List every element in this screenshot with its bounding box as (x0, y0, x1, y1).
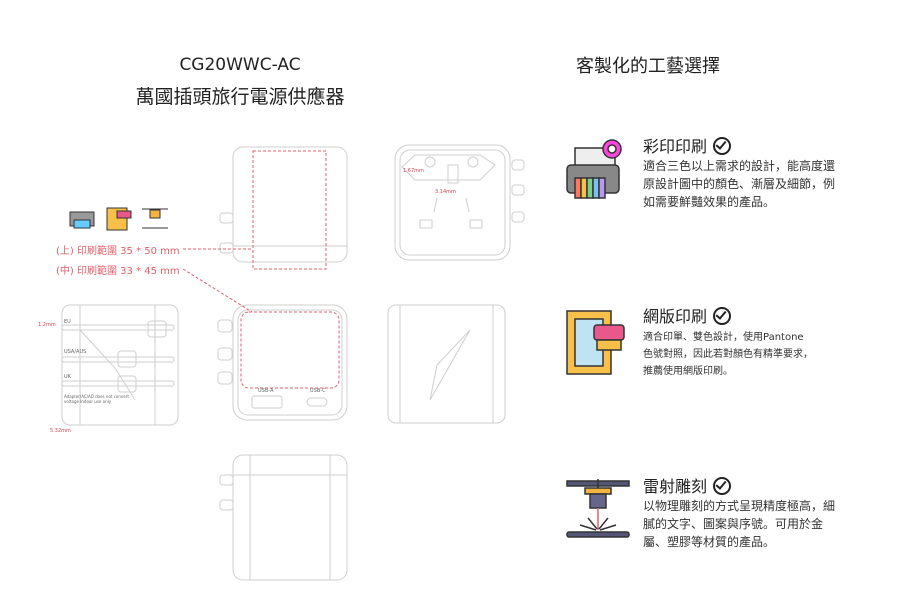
option-title-laser: 雷射雕刻 (643, 473, 732, 497)
option-description: 以物理雕刻的方式呈現精度極高，細膩的文字、圖案與序號。可用於金屬、塑膠等材質的產… (643, 499, 836, 549)
check-icon (713, 306, 732, 325)
usb-c-label: USB-C (310, 388, 326, 394)
plug-label-eu: EU (64, 319, 71, 325)
dimension-label: 1.2mm (38, 322, 56, 328)
color-printer-icon (566, 139, 622, 199)
mini-screen-print-icon (106, 207, 132, 231)
right-view-drawing (387, 304, 506, 424)
print-area-top-label: (上) 印刷範圍 35 * 50 mm (56, 246, 180, 257)
option-name: 彩印印刷 (643, 137, 708, 156)
option-title-color-print: 彩印印刷 (643, 133, 732, 157)
check-icon (713, 476, 732, 495)
print-area-middle-label: (中) 印刷範圍 33 * 45 mm (56, 266, 180, 277)
customization-title: 客製化的工藝選擇 (576, 56, 720, 77)
dimension-label: 1.67mm (403, 168, 424, 174)
top-view-drawing (219, 146, 348, 270)
option-name: 雷射雕刻 (643, 477, 708, 496)
option-description: 適合三色以上需求的設計，能高度還原設計圖中的顏色、漸層及細節，例如需要鮮豔效果的… (643, 159, 836, 209)
laser-engraving-icon (566, 479, 630, 538)
side-view-drawing (61, 304, 179, 426)
model-number: CG20WWC-AC (179, 55, 301, 75)
mini-printer-icon (69, 211, 95, 229)
screen-print-icon (566, 310, 625, 375)
leader-line-middle (182, 268, 253, 313)
option-name: 網版印刷 (643, 307, 708, 326)
option-description: 適合印單、雙色設計，使用Pantone色號對照，因此若對顏色有精準要求，推薦使用… (643, 332, 813, 377)
plug-note: Adapter/AC/AD does not convert voltage I… (64, 394, 129, 404)
dimension-label: 5.32mm (50, 428, 71, 434)
plug-label-usa: USA/AUS (64, 349, 87, 355)
mini-laser-icon (142, 208, 168, 229)
dimension-label: 3.14mm (435, 189, 456, 195)
option-title-screen-print: 網版印刷 (643, 303, 732, 327)
usb-a-label: USB-A (258, 388, 274, 394)
bottom-view-drawing (219, 454, 348, 581)
socket-view-drawing (394, 144, 525, 261)
plug-label-uk: UK (64, 374, 71, 380)
product-name: 萬國插頭旅行電源供應器 (135, 86, 345, 108)
front-view-drawing (217, 304, 348, 421)
check-icon (713, 136, 732, 155)
